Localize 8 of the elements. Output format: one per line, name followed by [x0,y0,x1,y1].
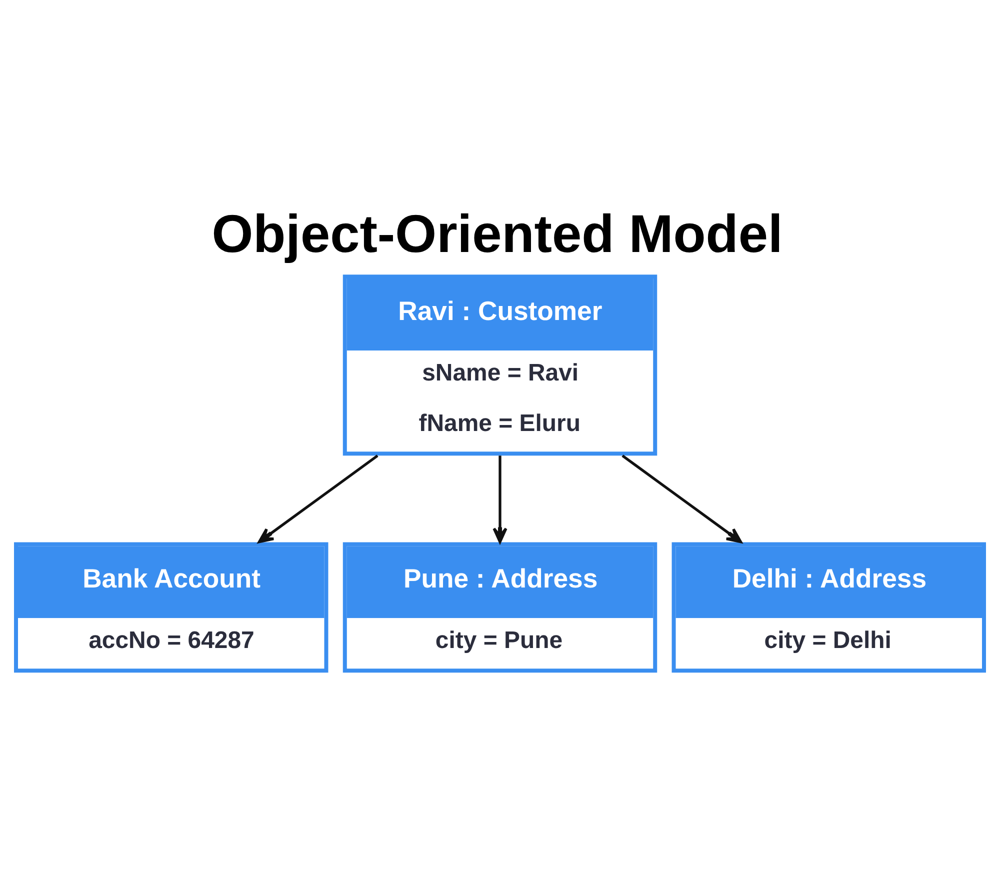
arrow [492,456,508,544]
node-box: Delhi : Address city = Delhi [672,542,986,673]
arrow [258,454,378,544]
node-box: Pune : Address city = Pune [342,542,658,673]
node-box: Ravi : Customer sName = Ravi fName = Eluru [342,274,658,456]
diagram-title: Object-Oriented Model [212,204,783,264]
node-box: Bank Account accNo = 64287 [14,542,328,673]
arrow [622,454,742,544]
